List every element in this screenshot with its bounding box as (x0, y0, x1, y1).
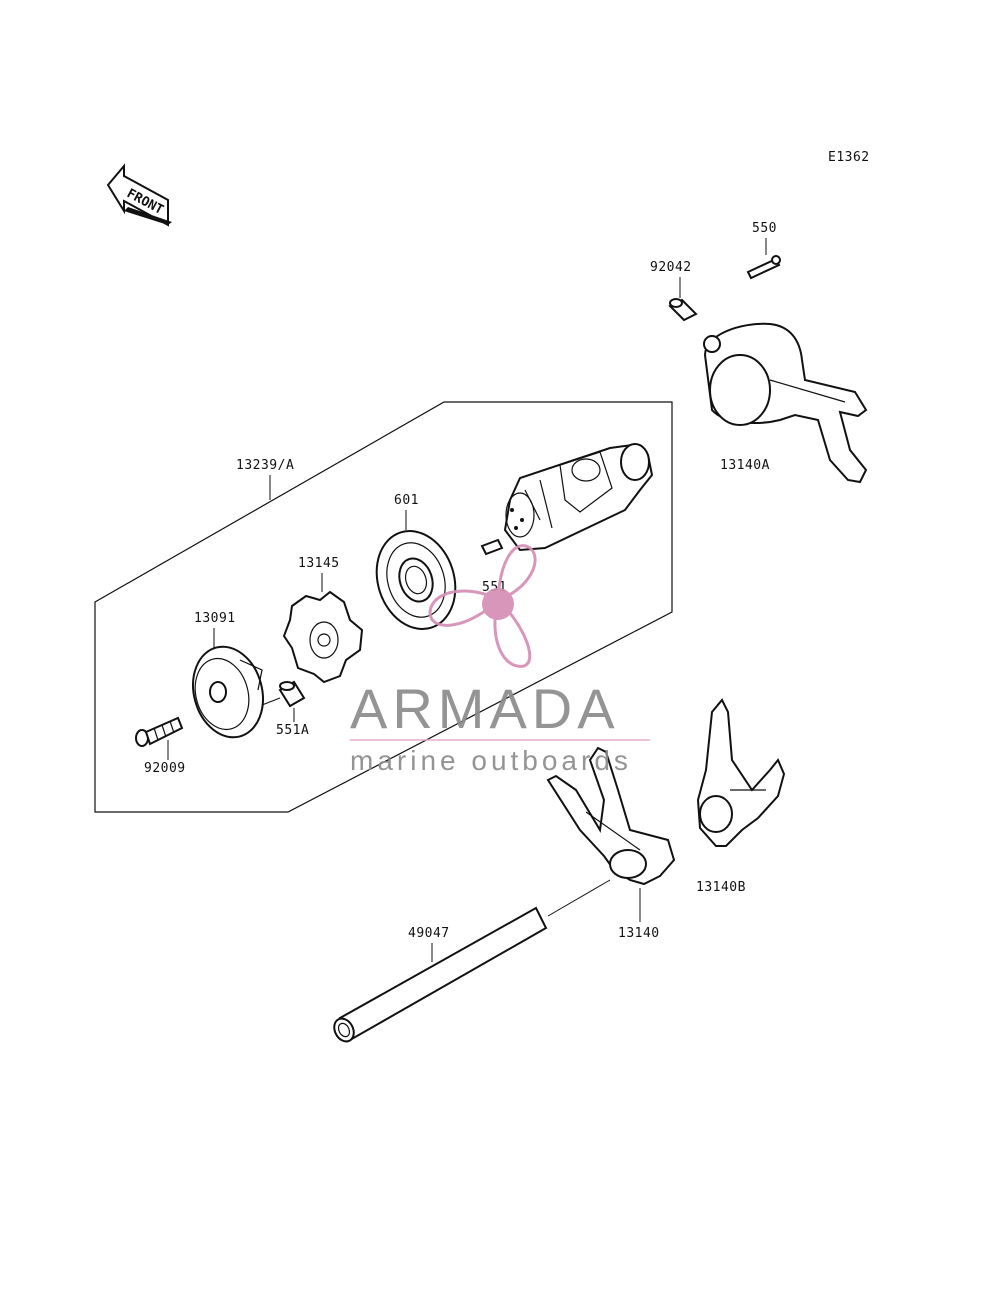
label-13140A: 13140A (720, 458, 770, 473)
label-49047: 49047 (408, 926, 450, 941)
watermark: ARMADA marine outboards (350, 544, 650, 776)
watermark-title: ARMADA (350, 677, 620, 740)
label-13239A: 13239/A (236, 458, 294, 473)
part-13145-star (282, 590, 364, 684)
label-551A: 551A (276, 723, 309, 738)
propeller-logo-icon (428, 544, 537, 668)
part-550-pin (746, 255, 781, 280)
part-551A-pin (278, 680, 306, 708)
part-13140-fork (546, 746, 676, 886)
label-601: 601 (394, 493, 419, 508)
label-13145: 13145 (298, 556, 340, 571)
part-92009-screw (135, 716, 184, 747)
assembly-outline (94, 401, 673, 813)
leader-cam-pin (261, 697, 281, 706)
label-92009: 92009 (144, 761, 186, 776)
part-13091-cam (192, 645, 264, 739)
watermark-subtitle: marine outboards (350, 745, 632, 776)
part-13140B-fork (696, 698, 786, 847)
label-13140B: 13140B (696, 880, 746, 895)
label-550: 550 (752, 221, 777, 236)
front-arrow-icon: FRONT (106, 163, 172, 227)
part-92042-roller (668, 298, 698, 322)
part-13140A-fork (703, 322, 868, 484)
part-shift-drum (480, 443, 654, 556)
label-13091: 13091 (194, 611, 236, 626)
part-601-bearing (375, 530, 457, 630)
label-13140: 13140 (618, 926, 660, 941)
label-92042: 92042 (650, 260, 692, 275)
part-49047-shaft (333, 879, 611, 1043)
diagram-code: E1362 (828, 150, 870, 165)
